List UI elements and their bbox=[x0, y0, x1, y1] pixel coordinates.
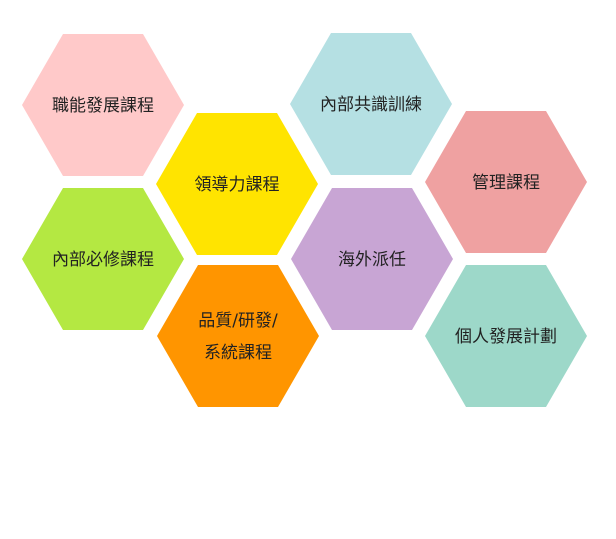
hexagon-label: 內部共識訓練 bbox=[320, 95, 422, 115]
hexagon-label: 內部必修課程 bbox=[52, 250, 154, 270]
hexagon-label: 系統課程 bbox=[204, 343, 272, 363]
hexagon-shared: 內部共識訓練 bbox=[290, 33, 452, 175]
hexagon-shape bbox=[157, 265, 319, 407]
hexagon-shape bbox=[425, 111, 587, 253]
hexagon-shape bbox=[156, 113, 318, 255]
hexagon-label: 個人發展計劃 bbox=[455, 327, 557, 347]
hexagon-personal: 個人發展計劃 bbox=[425, 265, 587, 407]
hexagon-label: 職能發展課程 bbox=[52, 96, 154, 116]
hexagon-label: 品質/研發/ bbox=[198, 311, 278, 331]
hexagon-label: 管理課程 bbox=[472, 173, 540, 193]
hexagon-shape bbox=[425, 265, 587, 407]
hexagon-internal: 內部必修課程 bbox=[22, 188, 184, 330]
hexagon-shape bbox=[291, 188, 453, 330]
hexagon-label: 領導力課程 bbox=[195, 175, 280, 195]
hexagon-label: 海外派任 bbox=[338, 250, 406, 270]
hexagon-shape bbox=[22, 188, 184, 330]
hexagon-shape bbox=[22, 34, 184, 176]
hexagon-overseas: 海外派任 bbox=[291, 188, 453, 330]
hexagon-management: 管理課程 bbox=[425, 111, 587, 253]
hexagon-shape bbox=[290, 33, 452, 175]
hexagon-career: 職能發展課程 bbox=[22, 34, 184, 176]
hexagon-leadership: 領導力課程 bbox=[156, 113, 318, 255]
hexagon-quality: 品質/研發/系統課程 bbox=[157, 265, 319, 407]
